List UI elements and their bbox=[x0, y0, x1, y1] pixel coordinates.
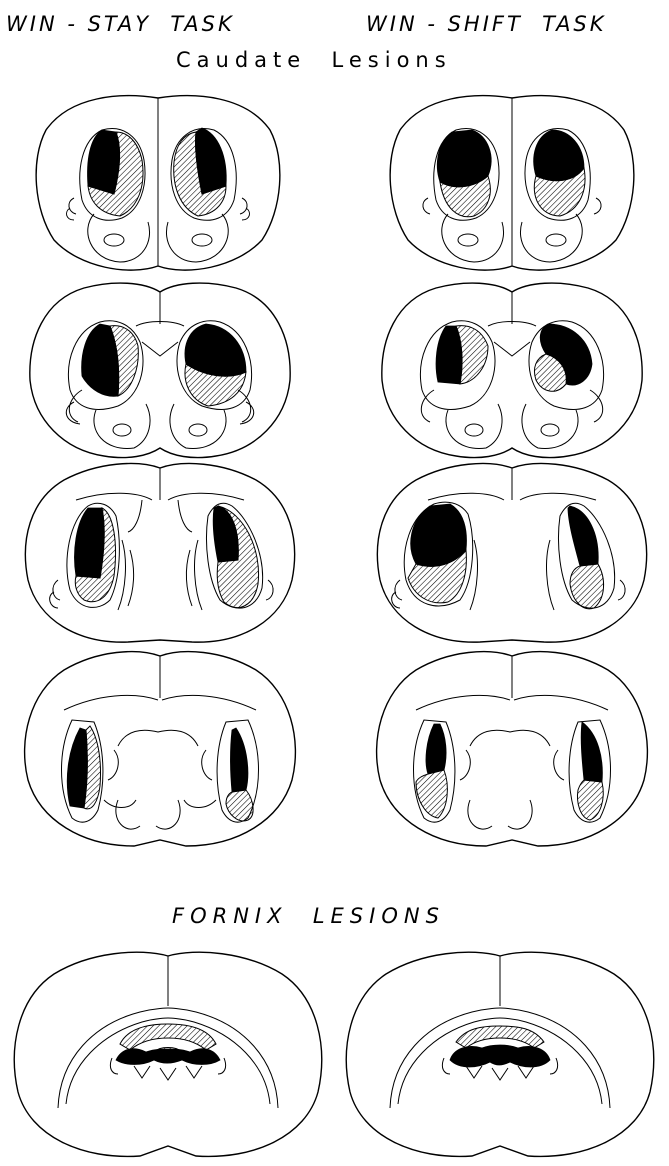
caudate-section-2-win-stay bbox=[24, 280, 296, 468]
win-stay-task-label: WIN - STAY TASK bbox=[6, 14, 235, 35]
caudate-section-1-win-shift bbox=[384, 90, 644, 280]
caudate-lesions-label: Caudate Lesions bbox=[176, 50, 452, 71]
caudate-section-4-win-shift bbox=[370, 650, 654, 852]
win-shift-task-label: WIN - SHIFT TASK bbox=[366, 14, 607, 35]
fornix-section-win-stay bbox=[10, 948, 326, 1164]
caudate-section-3-win-shift bbox=[370, 460, 654, 650]
fornix-lesions-label: FORNIX LESIONS bbox=[172, 906, 445, 927]
caudate-section-2-win-shift bbox=[376, 280, 648, 468]
caudate-section-4-win-stay bbox=[18, 650, 302, 852]
caudate-section-3-win-stay bbox=[18, 460, 302, 650]
caudate-section-1-win-stay bbox=[30, 90, 290, 280]
fornix-section-win-shift bbox=[342, 948, 658, 1164]
